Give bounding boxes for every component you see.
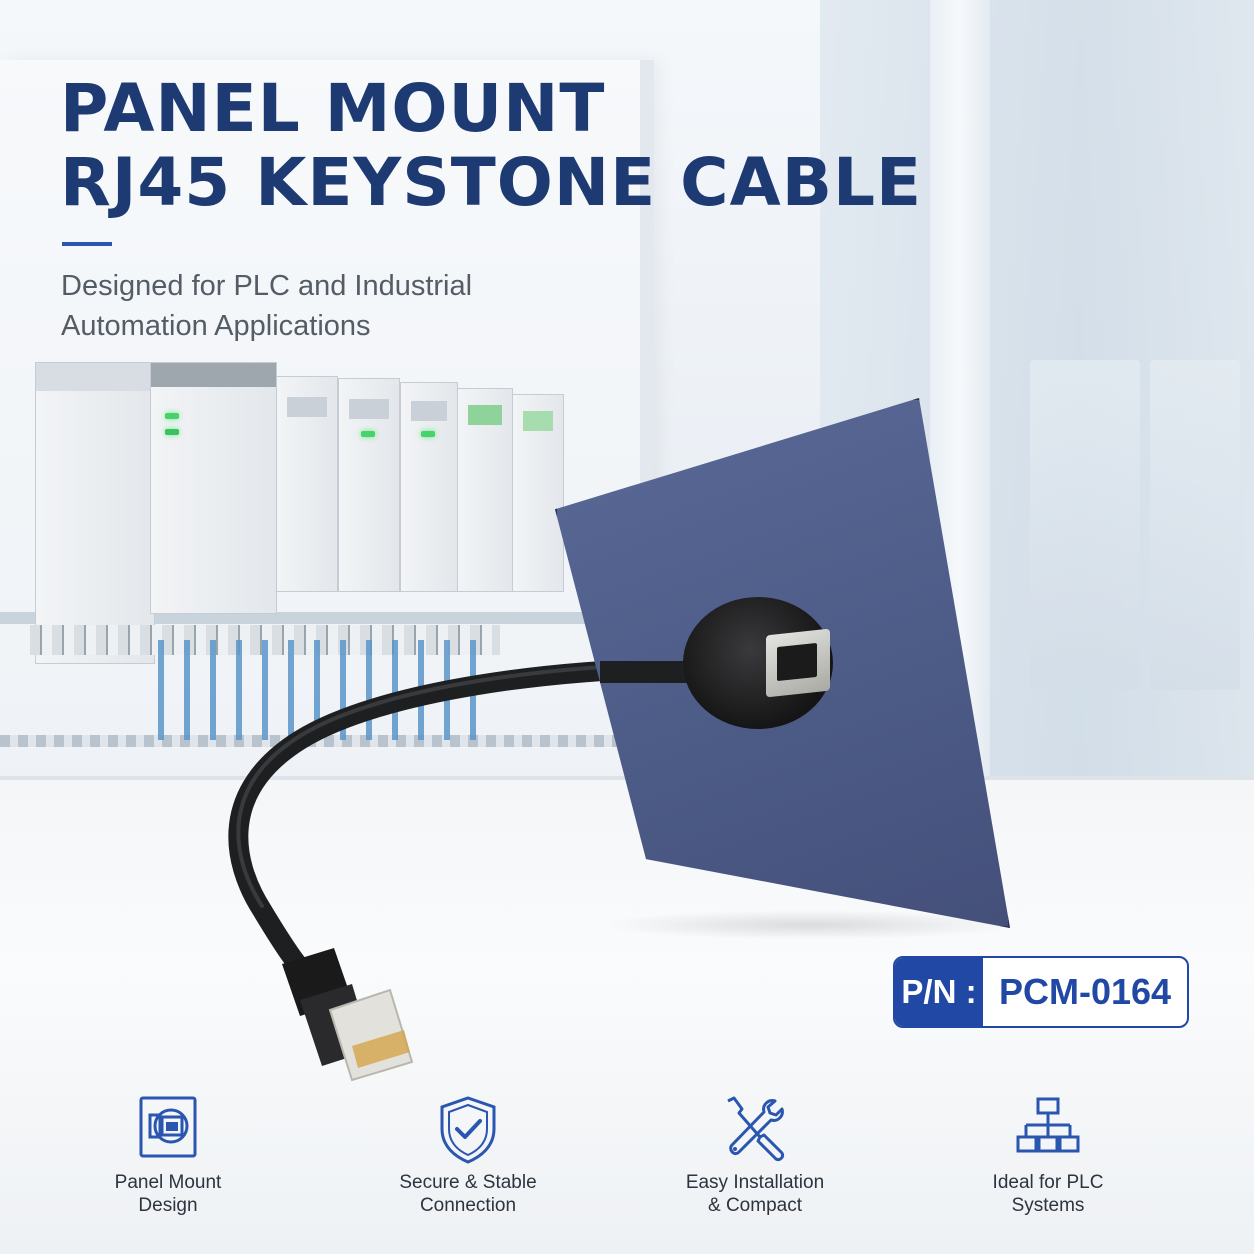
feature-label-line: Ideal for PLC bbox=[992, 1172, 1104, 1193]
feature-panel-mount: Panel Mount Design bbox=[53, 1095, 283, 1217]
shield-check-icon bbox=[440, 1096, 496, 1164]
network-hierarchy-icon bbox=[1016, 1097, 1080, 1153]
feature-secure-connection: Secure & Stable Connection bbox=[353, 1095, 583, 1217]
subtitle: Designed for PLC and Industrial Automati… bbox=[61, 266, 472, 346]
feature-easy-installation: Easy Installation & Compact bbox=[640, 1095, 870, 1217]
plc-cpu-module bbox=[150, 362, 277, 614]
feature-label-line: Easy Installation bbox=[685, 1172, 825, 1193]
tools-icon bbox=[727, 1096, 784, 1161]
part-number-value: PCM-0164 bbox=[998, 971, 1172, 1012]
blurred-cabinet bbox=[1150, 360, 1240, 690]
subtitle-line-2: Automation Applications bbox=[61, 310, 371, 342]
feature-label-line: Design bbox=[138, 1195, 198, 1216]
feature-label-line: Systems bbox=[1011, 1195, 1085, 1216]
feature-label-line: & Compact bbox=[708, 1195, 802, 1216]
page-title: PANEL MOUNT RJ45 KEYSTONE CABLE bbox=[60, 72, 922, 220]
panel-mount-icon bbox=[139, 1096, 197, 1158]
plc-io-module bbox=[400, 382, 458, 592]
part-number-label: P/N : bbox=[895, 958, 983, 1026]
feature-label: Easy Installation & Compact bbox=[640, 1171, 870, 1217]
feature-label: Ideal for PLC Systems bbox=[933, 1171, 1163, 1217]
plc-io-module bbox=[457, 388, 513, 592]
din-rail bbox=[0, 612, 640, 624]
title-underline bbox=[62, 242, 112, 246]
feature-label-line: Connection bbox=[419, 1195, 517, 1216]
part-number-badge: P/N : PCM-0164 bbox=[893, 956, 1189, 1028]
feature-list: Panel Mount Design Secure & Stable Conne… bbox=[0, 1095, 1254, 1225]
feature-plc-systems: Ideal for PLC Systems bbox=[933, 1095, 1163, 1217]
plc-power-module bbox=[35, 362, 155, 664]
rj45-port bbox=[777, 642, 817, 682]
feature-label-line: Panel Mount bbox=[114, 1172, 222, 1193]
feature-label-line: Secure & Stable bbox=[399, 1172, 537, 1193]
feature-label: Panel Mount Design bbox=[53, 1171, 283, 1217]
plc-io-module bbox=[276, 376, 338, 592]
plc-io-module bbox=[338, 378, 400, 592]
title-line-1: PANEL MOUNT bbox=[60, 70, 606, 147]
plc-io-module bbox=[512, 394, 564, 592]
title-line-2: RJ45 KEYSTONE CABLE bbox=[60, 144, 923, 221]
subtitle-line-1: Designed for PLC and Industrial bbox=[61, 270, 473, 302]
feature-label: Secure & Stable Connection bbox=[353, 1171, 583, 1217]
blurred-cabinet bbox=[1030, 360, 1140, 690]
